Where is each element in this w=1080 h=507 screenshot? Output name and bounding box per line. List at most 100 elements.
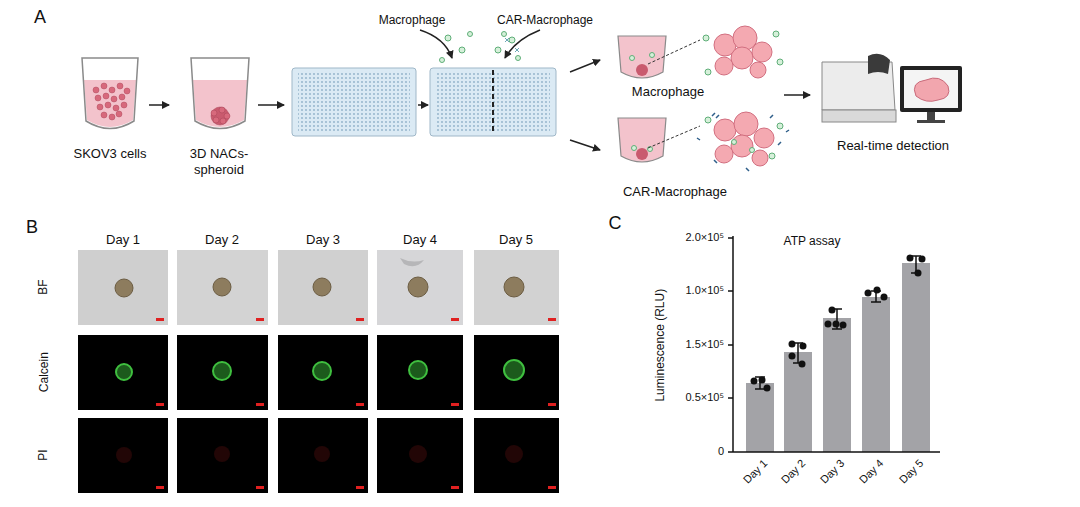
figure-label: B	[26, 217, 38, 239]
tube-spheroid-part-part	[224, 113, 230, 119]
step-node: 3D NACs-spheroid	[170, 50, 268, 178]
bar-chart-part-part	[746, 383, 774, 452]
tube-spheroid-part-part	[211, 110, 217, 116]
tube-cells-part-part	[101, 112, 107, 118]
tube-cells-part	[82, 58, 138, 129]
microscopy-grid-part	[474, 335, 559, 410]
tumor-cluster-part	[731, 47, 753, 69]
tube-spheroid-part	[191, 58, 249, 129]
assay-wells-part	[648, 126, 700, 148]
macrophage-dots-part	[440, 58, 445, 63]
flow-arrows-part	[784, 94, 810, 96]
microscopy-grid-part	[400, 258, 424, 266]
microscopy-grid-part-part	[214, 446, 230, 462]
figure-label: 2.0×10⁵	[685, 231, 724, 244]
microscopy-grid-part-part	[156, 403, 164, 406]
microscopy-grid-part	[278, 418, 368, 493]
detection-instrument-part	[914, 78, 949, 101]
tube-cells-part-part	[95, 95, 101, 101]
macrophage-dots-part	[502, 32, 507, 37]
flow-arrows-part	[570, 60, 600, 72]
microscopy-grid-part	[313, 278, 331, 296]
well-plate	[292, 68, 556, 136]
bar-chart-part-part	[833, 321, 840, 328]
flow-arrows-part	[258, 104, 284, 106]
tube-cells-part-part	[109, 114, 115, 120]
flow-arrows	[258, 30, 810, 150]
microscopy-grid-part-part	[213, 362, 231, 380]
microscopy-grid-part	[377, 335, 463, 410]
microscopy-grid-part-part	[504, 360, 524, 380]
tube-cells-part-part	[109, 87, 115, 93]
figure-label: ATP assay	[784, 234, 841, 248]
microscopy-grid-part	[474, 418, 559, 493]
tube-cells-part-part	[111, 96, 117, 102]
well-plate-part	[430, 68, 556, 136]
bar-chart-part-part	[784, 352, 812, 452]
microscopy-grid-part	[78, 335, 168, 410]
tube-cells-part	[93, 83, 130, 120]
tube-cells-part-part	[93, 87, 99, 93]
microscopy-grid-part	[504, 277, 524, 297]
figure-label: Luminescence (RLU)	[653, 289, 667, 402]
step-caption: SKOV3 cells	[72, 146, 148, 162]
macrophage-dots-part	[505, 38, 519, 52]
detection-instrument-part	[868, 54, 890, 74]
bar-chart-part	[728, 236, 940, 452]
tube-spheroid	[191, 58, 249, 129]
bar-chart-part-part	[874, 287, 881, 294]
microscopy-grid-part-part	[548, 403, 556, 406]
tumor-cluster-part	[754, 128, 774, 148]
bar-chart-part-part	[865, 290, 872, 297]
bar-chart-part-part	[728, 290, 733, 292]
microscopy-grid-part	[213, 278, 231, 296]
microscopy-grid-part-part	[256, 318, 264, 321]
tumor-cluster-part	[750, 62, 766, 78]
macrophage-cells-part	[773, 31, 779, 37]
bar-chart-part-part	[789, 353, 796, 360]
tumor-cluster-part	[715, 145, 733, 163]
step-node: CAR-Macrophage	[600, 112, 750, 200]
tube-spheroid-part-part	[213, 117, 219, 123]
assay-wells-part	[648, 40, 700, 64]
tube-cells-part-part	[101, 83, 107, 89]
bar-chart-part-part	[764, 385, 771, 392]
tumor-cluster-part	[731, 135, 753, 157]
figure-label: CAR-Macrophage	[497, 13, 593, 27]
microscopy-grid-part	[116, 360, 524, 380]
macrophage-cells-part	[777, 123, 783, 129]
well-plate-part	[298, 73, 410, 131]
macrophage-cells	[703, 31, 783, 159]
flow-arrows-part	[570, 140, 600, 150]
tube-spheroid-part-part	[220, 118, 226, 124]
microscopy-grid-part	[474, 250, 559, 325]
tube-cells-part-part	[116, 111, 122, 117]
microscopy-grid-part-part	[356, 318, 364, 321]
microscopy-grid-part	[177, 418, 268, 493]
car-receptors-part	[697, 113, 789, 171]
bar-chart-part-part	[902, 263, 930, 452]
figure-label: Day 5	[897, 457, 927, 487]
tumor-cluster-part	[715, 57, 733, 75]
car-receptors	[697, 113, 789, 171]
bar-chart-part	[751, 255, 926, 392]
assay-wells-part	[636, 148, 648, 160]
tube-cells-part-part	[117, 83, 123, 89]
flow-arrows-part	[505, 30, 540, 58]
assay-wells-part	[630, 56, 635, 61]
tube-cells-part-part	[121, 102, 127, 108]
bar-chart-part-part	[840, 322, 847, 329]
detection-instrument-part	[822, 110, 896, 122]
tumor-cluster-part	[734, 112, 758, 136]
step-caption: Macrophage	[612, 84, 724, 100]
figure-label: Calcein	[37, 352, 51, 392]
step-node: SKOV3 cells	[72, 50, 148, 162]
step-caption: Real-time detection	[812, 138, 974, 154]
figure-label: Day 2	[205, 232, 239, 248]
detection-instrument-part	[917, 120, 945, 123]
figure-label: Day 1	[106, 232, 140, 248]
bar-chart-part-part	[789, 341, 796, 348]
flow-arrow	[149, 104, 169, 106]
figure-label: Day 3	[818, 457, 848, 487]
